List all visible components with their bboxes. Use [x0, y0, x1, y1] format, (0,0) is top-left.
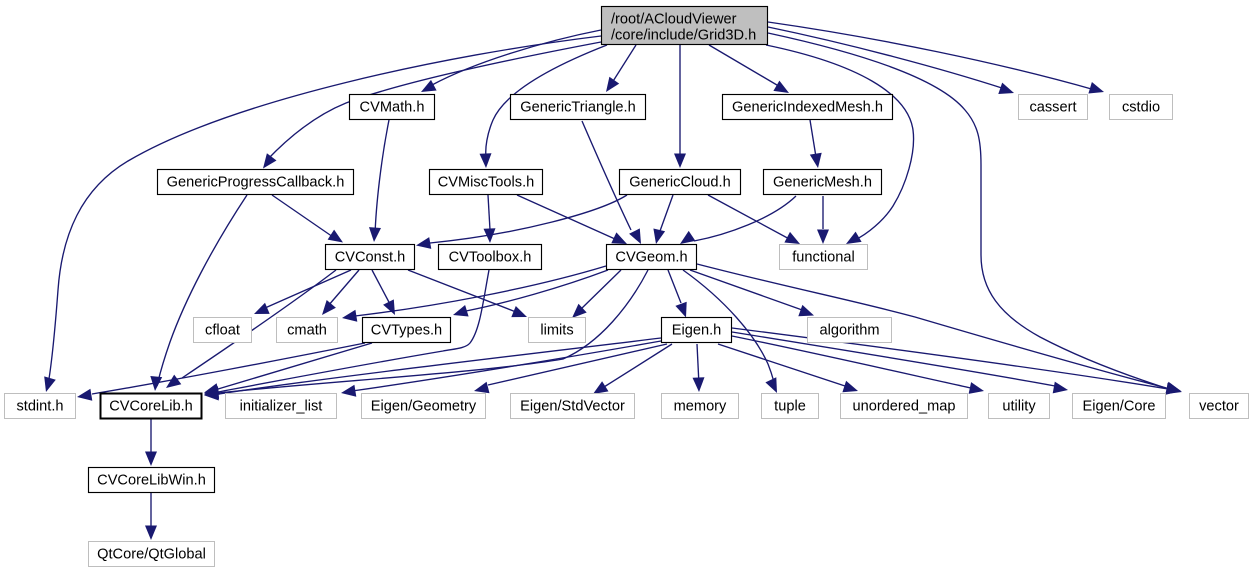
svg-text:Eigen.h: Eigen.h: [672, 322, 722, 338]
svg-text:CVToolbox.h: CVToolbox.h: [449, 249, 532, 265]
svg-text:GenericMesh.h: GenericMesh.h: [773, 174, 872, 190]
svg-text:initializer_list: initializer_list: [240, 398, 323, 414]
svg-text:stdint.h: stdint.h: [16, 398, 63, 414]
svg-text:/root/ACloudViewer: /root/ACloudViewer: [611, 12, 737, 28]
svg-text:tuple: tuple: [774, 398, 806, 414]
svg-text:limits: limits: [540, 322, 573, 338]
svg-text:cfloat: cfloat: [205, 322, 240, 338]
svg-text:CVGeom.h: CVGeom.h: [615, 249, 687, 265]
svg-text:CVConst.h: CVConst.h: [335, 249, 406, 265]
svg-text:cmath: cmath: [287, 322, 327, 338]
svg-text:memory: memory: [674, 398, 727, 414]
svg-text:vector: vector: [1199, 398, 1239, 414]
svg-text:/core/include/Grid3D.h: /core/include/Grid3D.h: [611, 28, 756, 44]
svg-text:unordered_map: unordered_map: [852, 398, 955, 414]
svg-text:GenericProgressCallback.h: GenericProgressCallback.h: [167, 174, 345, 190]
svg-text:Eigen/Core: Eigen/Core: [1082, 398, 1155, 414]
svg-text:CVTypes.h: CVTypes.h: [371, 322, 442, 338]
svg-text:GenericIndexedMesh.h: GenericIndexedMesh.h: [732, 99, 883, 115]
svg-text:algorithm: algorithm: [819, 322, 879, 338]
svg-text:Eigen/Geometry: Eigen/Geometry: [371, 398, 477, 414]
svg-text:CVMiscTools.h: CVMiscTools.h: [438, 174, 535, 190]
svg-text:QtCore/QtGlobal: QtCore/QtGlobal: [97, 546, 206, 562]
svg-text:Eigen/StdVector: Eigen/StdVector: [520, 398, 625, 414]
svg-text:GenericCloud.h: GenericCloud.h: [629, 174, 730, 190]
svg-text:cstdio: cstdio: [1122, 99, 1160, 115]
svg-text:CVCoreLibWin.h: CVCoreLibWin.h: [97, 472, 206, 488]
svg-text:CVMath.h: CVMath.h: [360, 99, 425, 115]
svg-text:cassert: cassert: [1029, 99, 1076, 115]
svg-text:functional: functional: [792, 249, 854, 265]
svg-text:utility: utility: [1002, 398, 1036, 414]
svg-text:GenericTriangle.h: GenericTriangle.h: [520, 99, 635, 115]
svg-text:CVCoreLib.h: CVCoreLib.h: [109, 398, 193, 414]
